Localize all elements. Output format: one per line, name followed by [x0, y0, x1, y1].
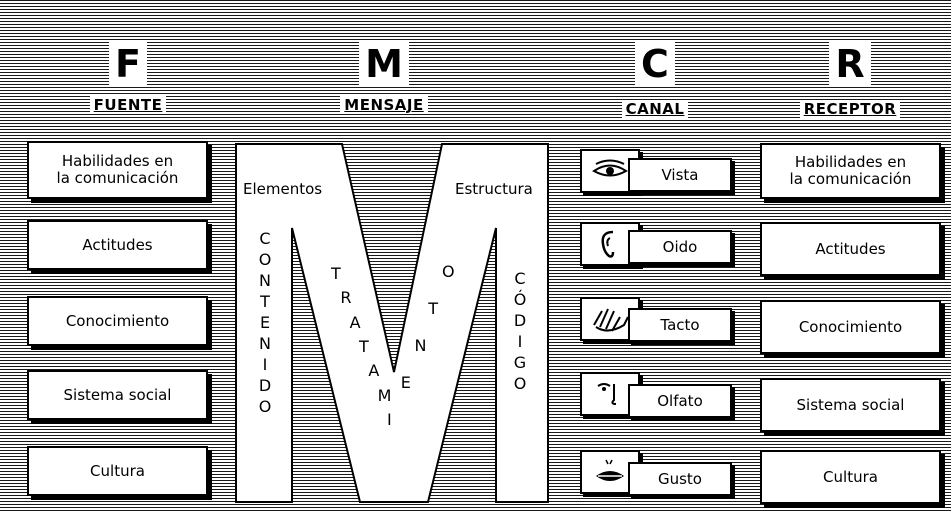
mensaje-m-shape: [235, 143, 549, 503]
ear-icon: [601, 230, 615, 258]
tratamiento-letter: A: [349, 312, 361, 332]
tratamiento-letter: N: [414, 336, 427, 355]
tratamiento-letter: T: [359, 337, 369, 356]
tratamiento-letter: O: [442, 262, 455, 281]
hand-icon: [593, 308, 629, 332]
tratamiento-letter: M: [377, 385, 392, 405]
receptor-box-actitudes: Actitudes: [760, 222, 941, 276]
nose-icon: [597, 383, 617, 405]
canal-label-oido: Oido: [628, 230, 732, 264]
fuente-box-conocimiento: Conocimiento: [27, 296, 208, 346]
receptor-box-sistema-social: Sistema social: [760, 378, 941, 432]
canal-label-tacto: Tacto: [628, 308, 732, 342]
canal-label-gusto: Gusto: [628, 462, 732, 496]
fuente-letter: F: [38, 42, 218, 86]
canal-eye-box: [580, 149, 640, 193]
tratamiento-letter: E: [400, 373, 411, 392]
receptor-box-conocimiento: Conocimiento: [760, 300, 941, 354]
tratamiento-letter: A: [368, 361, 380, 381]
fuente-box-sistema-social: Sistema social: [27, 370, 208, 420]
tratamiento-letter: T: [331, 264, 341, 283]
tratamiento-letter: T: [428, 299, 439, 318]
codigo-vertical-text: C Ó D I G O: [513, 269, 527, 393]
mouth-icon: [596, 459, 624, 481]
receptor-box-cultura: Cultura: [760, 450, 941, 504]
canal-title: CANAL: [565, 100, 745, 118]
receptor-title: RECEPTOR: [760, 100, 940, 118]
receptor-box-habilidades: Habilidades en la comunicación: [760, 143, 941, 199]
fuente-title: FUENTE: [38, 96, 218, 114]
fuente-box-habilidades: Habilidades en la comunicación: [27, 141, 208, 199]
tratamiento-letter: I: [387, 410, 392, 429]
mensaje-title: MENSAJE: [294, 96, 474, 114]
fuente-box-cultura: Cultura: [27, 446, 208, 496]
contenido-vertical-text: C O N T E N I D O: [258, 229, 272, 416]
canal-letter: C: [565, 42, 745, 86]
canal-label-olfato: Olfato: [628, 384, 732, 418]
elementos-label: Elementos: [243, 180, 323, 198]
tratamiento-letter: R: [340, 288, 352, 308]
eye-icon: [592, 159, 628, 177]
estructura-label: Estructura: [455, 180, 533, 198]
fuente-box-actitudes: Actitudes: [27, 220, 208, 270]
mensaje-letter: M: [294, 42, 474, 86]
receptor-letter: R: [760, 42, 940, 86]
canal-label-vista: Vista: [628, 158, 732, 192]
